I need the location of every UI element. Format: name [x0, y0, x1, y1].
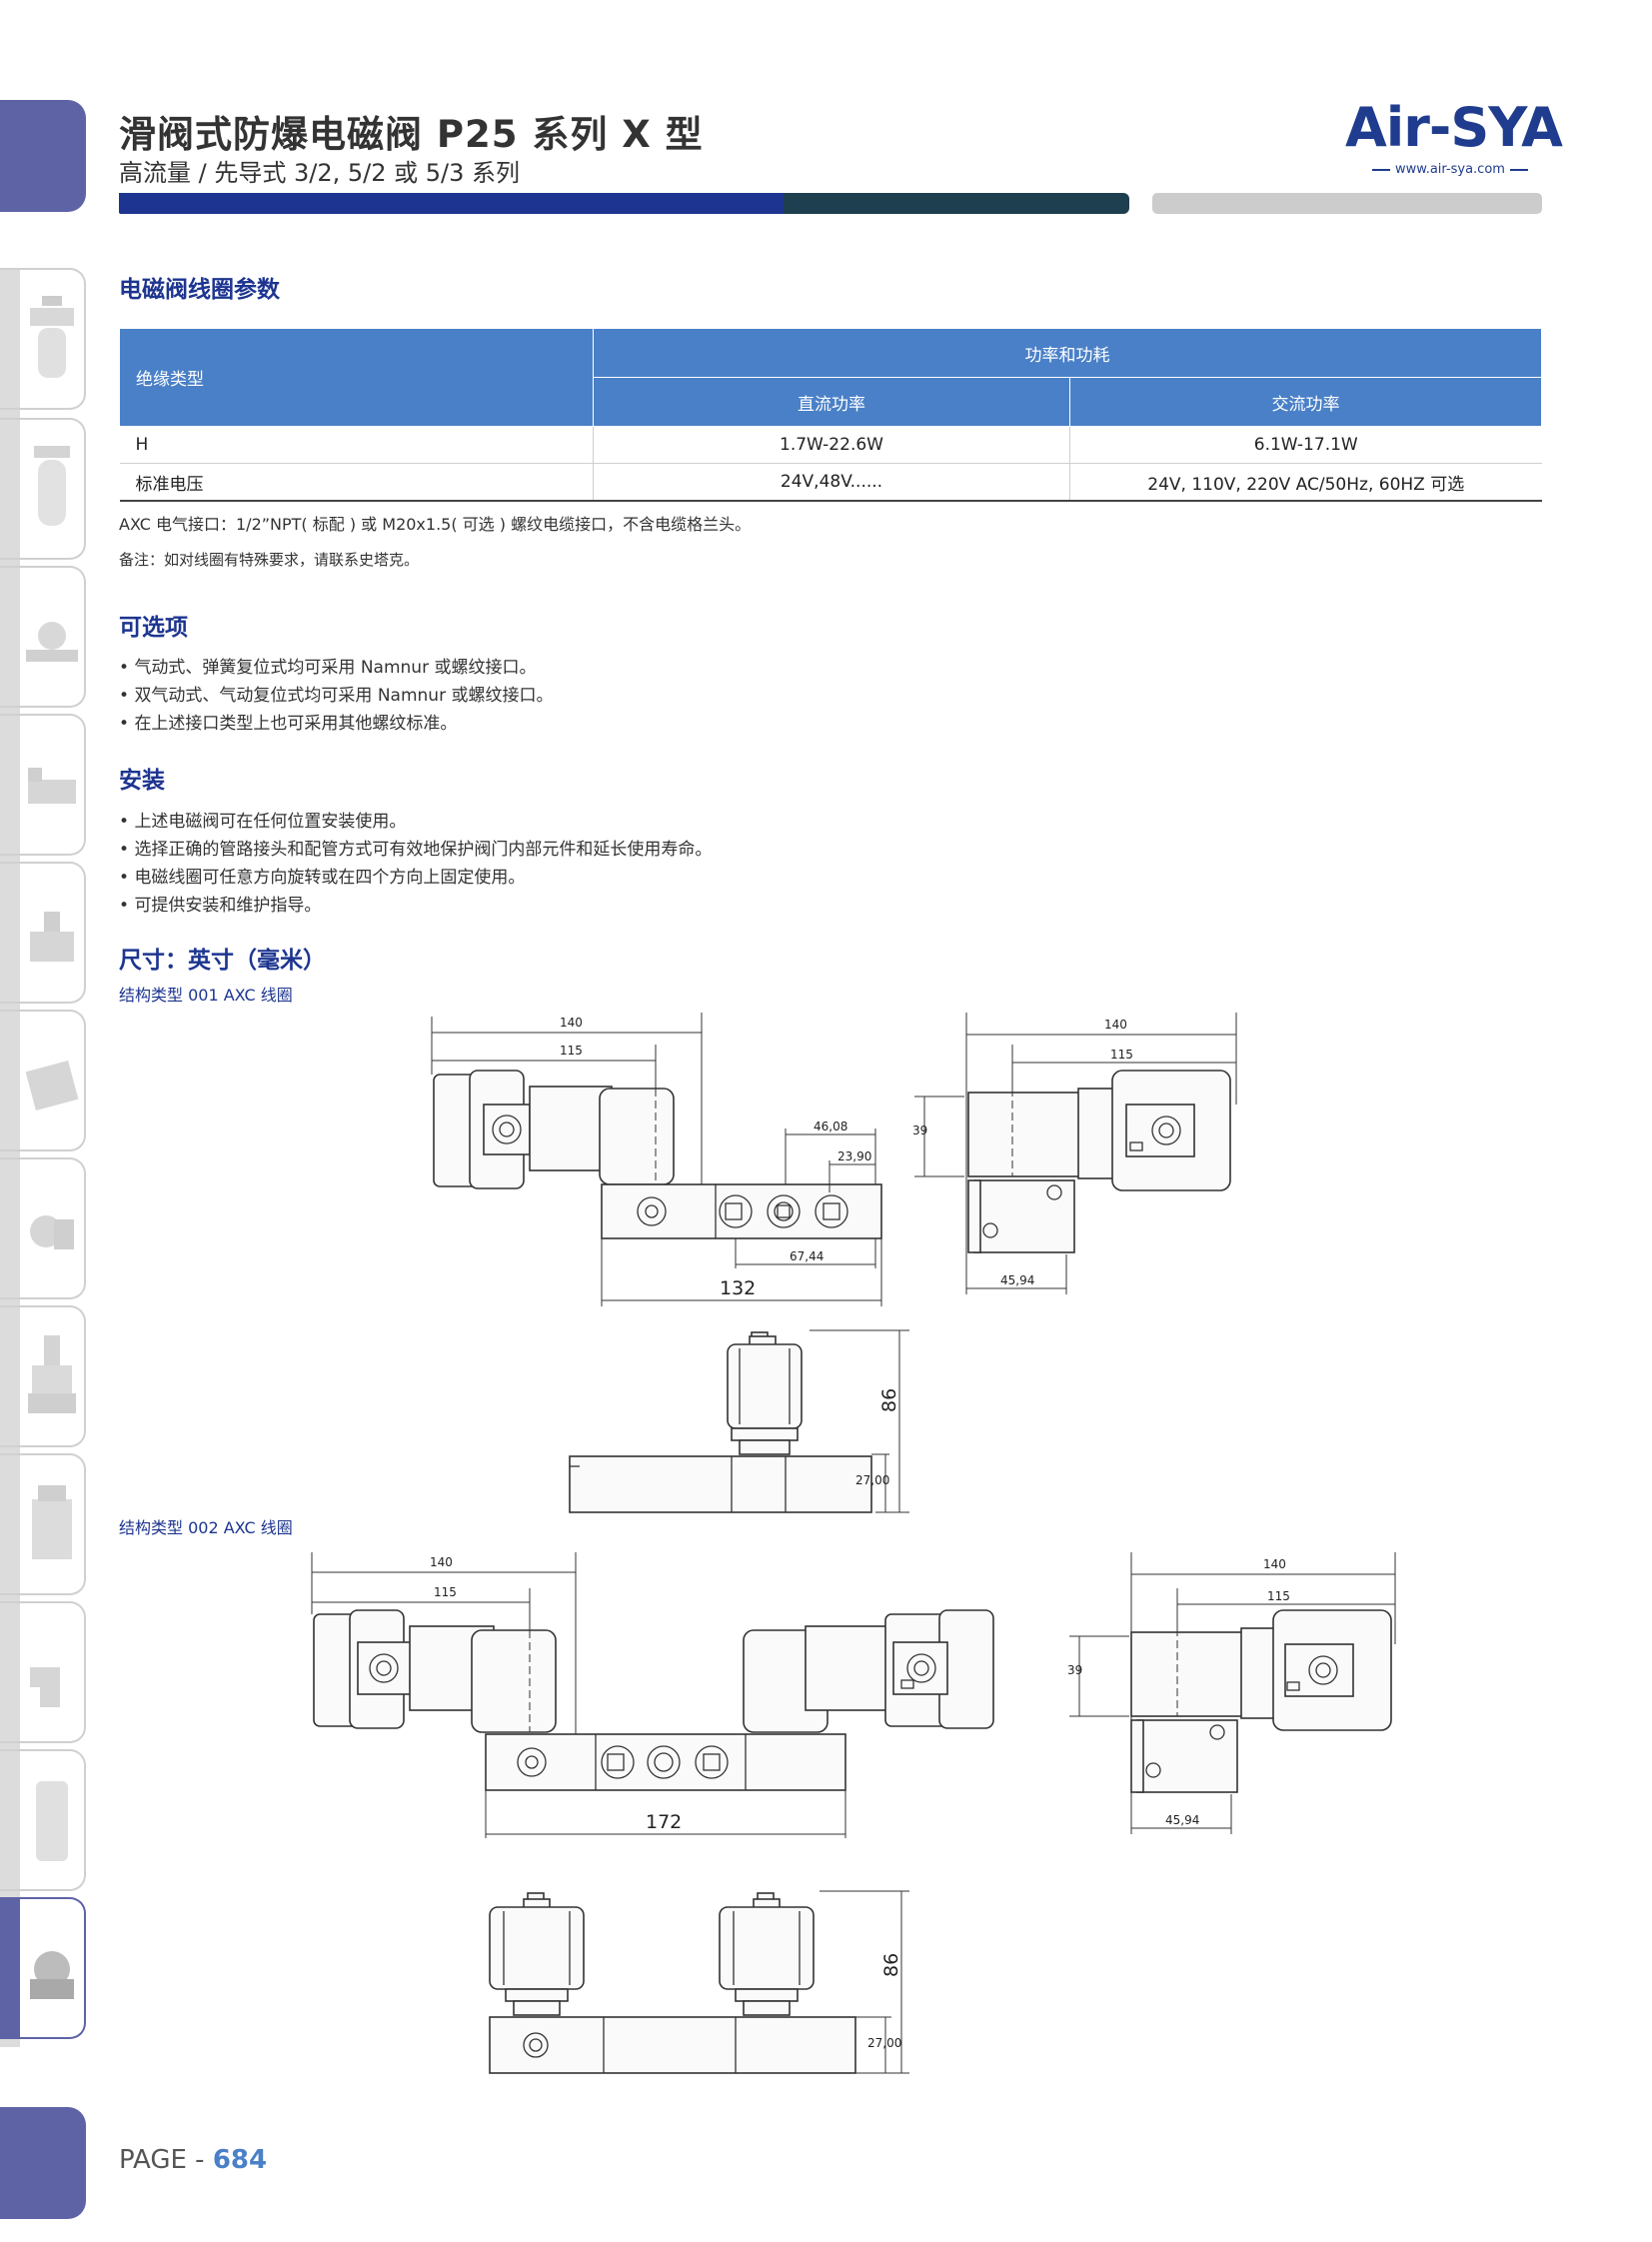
- list-item: 可提供安装和维护指导。: [119, 892, 712, 920]
- type1-label: 结构类型 001 AXC 线圈: [119, 986, 293, 1005]
- side-tab-valve-c[interactable]: [0, 1010, 86, 1151]
- dim-label: 115: [1110, 1048, 1133, 1062]
- side-tab-solenoid-valve[interactable]: [0, 1897, 86, 2039]
- dim-label: 132: [720, 1277, 756, 1299]
- page-subtitle: 高流量 / 先导式 3/2, 5/2 或 5/3 系列: [119, 159, 520, 187]
- dim-label: 140: [560, 1016, 583, 1030]
- col-ac: 交流功率: [1069, 377, 1542, 427]
- install-list: 上述电磁阀可在任何位置安装使用。 选择正确的管路接头和配管方式可有效地保护阀门内…: [119, 808, 712, 920]
- side-tab-regulator[interactable]: [0, 1305, 86, 1447]
- dim-label: 27,00: [867, 2036, 901, 2050]
- side-tab-cylinder[interactable]: [0, 1453, 86, 1595]
- options-heading: 可选项: [119, 615, 188, 641]
- type2-label: 结构类型 002 AXC 线圈: [119, 1518, 293, 1537]
- silencer-icon: [36, 1781, 68, 1861]
- dim-label: 39: [912, 1123, 927, 1137]
- gauge-icon: [26, 622, 78, 662]
- side-tab-filter-regulator[interactable]: [0, 268, 86, 410]
- options-list: 气动式、弹簧复位式均可采用 Namnur 或螺纹接口。 双气动式、气动复位式均可…: [119, 654, 553, 738]
- cylinder-icon: [32, 1485, 72, 1559]
- header-bar-dark: [784, 193, 1129, 214]
- type1-top-view-drawing: 86 27,00: [569, 1329, 909, 1513]
- filter-regulator-icon: [30, 296, 74, 378]
- dim-label: 115: [434, 1585, 457, 1599]
- coil-heading: 电磁阀线圈参数: [119, 277, 280, 303]
- list-item: 双气动式、气动复位式均可采用 Namnur 或螺纹接口。: [119, 682, 553, 710]
- coil-parameter-table: 绝缘类型 功率和功耗 直流功率 交流功率 H 1.7W-22.6W 6.1W-1…: [119, 328, 1542, 502]
- side-tab-valve-b[interactable]: [0, 862, 86, 1004]
- side-tab-fitting[interactable]: [0, 1601, 86, 1743]
- header-bar-gray: [1152, 193, 1542, 214]
- side-tab-actuator[interactable]: [0, 1157, 86, 1299]
- valve-icon: [28, 768, 76, 804]
- brand-logo: Air-SYA: [1345, 96, 1563, 159]
- dim-label: 140: [1104, 1018, 1127, 1032]
- brand-url: www.air-sya.com: [1367, 162, 1533, 177]
- dim-label: 140: [430, 1555, 453, 1569]
- side-tab-gauge[interactable]: [0, 566, 86, 708]
- dim-label: 172: [646, 1811, 682, 1833]
- solenoid-valve-icon: [30, 1951, 74, 1999]
- side-tab-filter[interactable]: [0, 418, 86, 560]
- connector-note: AXC 电气接口：1/2”NPT( 标配 ) 或 M20x1.5( 可选 ) 螺…: [119, 515, 752, 534]
- dim-label: 67,44: [790, 1249, 824, 1263]
- dim-label: 86: [880, 1953, 902, 1977]
- side-tab-valve-a[interactable]: [0, 714, 86, 856]
- type1-side-view-drawing: 140 115 39 45,94: [912, 1013, 1237, 1294]
- valve-icon: [25, 1060, 79, 1112]
- dim-label: 46,08: [814, 1120, 847, 1133]
- side-tab-top: [0, 100, 86, 212]
- side-tab-silencer[interactable]: [0, 1749, 86, 1891]
- dim-label: 45,94: [1165, 1813, 1199, 1827]
- list-item: 在上述接口类型上也可采用其他螺纹标准。: [119, 710, 553, 738]
- install-heading: 安装: [119, 768, 165, 794]
- list-item: 选择正确的管路接头和配管方式可有效地保护阀门内部元件和延长使用寿命。: [119, 836, 712, 864]
- actuator-icon: [30, 1215, 74, 1249]
- dim-label: 115: [560, 1044, 583, 1058]
- page-title: 滑阀式防爆电磁阀 P25 系列 X 型: [119, 113, 704, 156]
- type2-side-view-drawing: 140 115 39 45,94: [1067, 1552, 1396, 1834]
- dim-label: 23,90: [837, 1149, 871, 1163]
- col-insulation: 绝缘类型: [119, 328, 594, 427]
- fitting-icon: [30, 1667, 60, 1707]
- table-row: 标准电压 24V,48V...... 24V, 110V, 220V AC/50…: [119, 463, 1542, 502]
- dim-label: 86: [878, 1388, 900, 1412]
- dim-label: 45,94: [1000, 1273, 1034, 1287]
- page-number: PAGE - 684: [119, 2145, 268, 2175]
- table-row: H 1.7W-22.6W 6.1W-17.1W: [119, 426, 1542, 464]
- dim-label: 140: [1263, 1557, 1286, 1571]
- remark-note: 备注：如对线圈有特殊要求，请联系史塔克。: [119, 551, 420, 569]
- list-item: 气动式、弹簧复位式均可采用 Namnur 或螺纹接口。: [119, 654, 553, 682]
- list-item: 上述电磁阀可在任何位置安装使用。: [119, 808, 712, 836]
- col-dc: 直流功率: [593, 377, 1070, 427]
- filter-icon: [34, 446, 70, 526]
- list-item: 电磁线圈可任意方向旋转或在四个方向上固定使用。: [119, 864, 712, 892]
- col-power-group: 功率和功耗: [593, 328, 1542, 378]
- type1-front-view-drawing: 140 115 46,08 23,90 67,44 132: [431, 1013, 882, 1306]
- valve-icon: [30, 912, 74, 962]
- side-tab-bottom: [0, 2107, 86, 2219]
- dim-label: 39: [1067, 1663, 1082, 1677]
- regulator-icon: [28, 1335, 76, 1413]
- dimensions-heading: 尺寸：英寸（毫米）: [119, 948, 326, 974]
- dim-label: 115: [1267, 1589, 1290, 1603]
- type2-top-view-drawing: 86 27,00: [489, 1890, 909, 2074]
- header-bar: [119, 193, 784, 214]
- type2-front-view-drawing: 140 115 172: [311, 1552, 994, 1838]
- dim-label: 27,00: [855, 1473, 889, 1487]
